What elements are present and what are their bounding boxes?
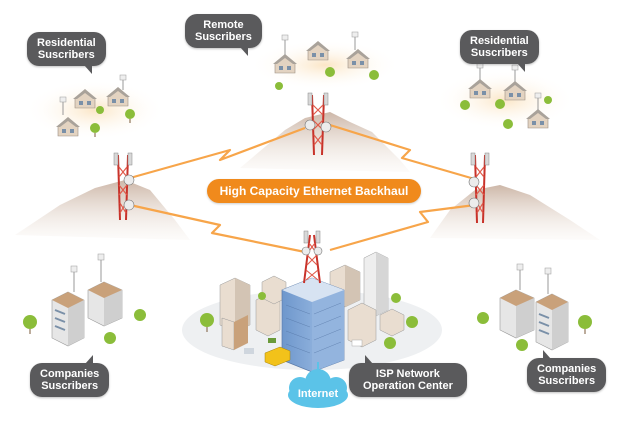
isp-label-tail bbox=[365, 355, 373, 364]
remote-label-tail bbox=[239, 47, 248, 56]
residential-left-label: Residential Suscribers bbox=[27, 32, 106, 74]
residential-left-label-line1: Residential bbox=[37, 37, 96, 49]
isp-rooftop-tower bbox=[301, 230, 323, 284]
remote-label-line1: Remote bbox=[203, 19, 244, 31]
isp-label: ISP Network Operation Center bbox=[349, 355, 467, 397]
wireless-links bbox=[129, 123, 479, 254]
companies-right-label-line1: Companies bbox=[537, 363, 597, 375]
companies-right-label-line2: Suscribers bbox=[538, 375, 596, 387]
isp-label-line2: Operation Center bbox=[363, 380, 453, 392]
isp-city bbox=[200, 230, 418, 373]
residential-right-label-line2: Suscribers bbox=[470, 47, 528, 59]
tower-right bbox=[468, 152, 490, 224]
residential-left-houses bbox=[56, 74, 135, 137]
residential-right-label-line1: Residential bbox=[470, 35, 529, 47]
residential-right-label-tail bbox=[516, 63, 525, 72]
companies-left-label: Companies Suscribers bbox=[30, 355, 110, 397]
companies-right-label: Companies Suscribers bbox=[527, 350, 607, 392]
tower-center bbox=[304, 92, 332, 156]
backhaul-label: High Capacity Ethernet Backhaul bbox=[207, 179, 421, 203]
isp-label-line1: ISP Network bbox=[375, 368, 440, 380]
residential-left-label-tail bbox=[83, 65, 92, 74]
residential-right-label: Residential Suscribers bbox=[460, 30, 539, 72]
internet-cloud bbox=[288, 362, 348, 408]
companies-left-label-line2: Suscribers bbox=[41, 380, 99, 392]
remote-houses bbox=[273, 31, 379, 90]
companies-right-label-tail bbox=[543, 350, 551, 359]
companies-right-buildings bbox=[477, 263, 592, 351]
link-left-to-center bbox=[129, 126, 306, 180]
link-center-to-right bbox=[329, 123, 479, 182]
mountain-right bbox=[430, 185, 600, 240]
residential-right-houses bbox=[460, 62, 552, 129]
remote-label: Remote Suscribers bbox=[185, 14, 262, 56]
companies-left-label-tail bbox=[85, 355, 94, 364]
internet-label: Internet bbox=[297, 388, 339, 400]
link-left-to-isp bbox=[129, 203, 306, 254]
tower-left bbox=[113, 152, 135, 221]
mountain-left bbox=[15, 180, 190, 240]
mountain-center bbox=[240, 112, 410, 172]
remote-label-line2: Suscribers bbox=[195, 31, 252, 43]
residential-left-label-line2: Suscribers bbox=[37, 49, 95, 61]
companies-left-label-line1: Companies bbox=[40, 368, 100, 380]
remote-glow bbox=[250, 40, 400, 90]
link-right-to-isp bbox=[329, 203, 476, 252]
companies-left-buildings bbox=[23, 253, 146, 347]
